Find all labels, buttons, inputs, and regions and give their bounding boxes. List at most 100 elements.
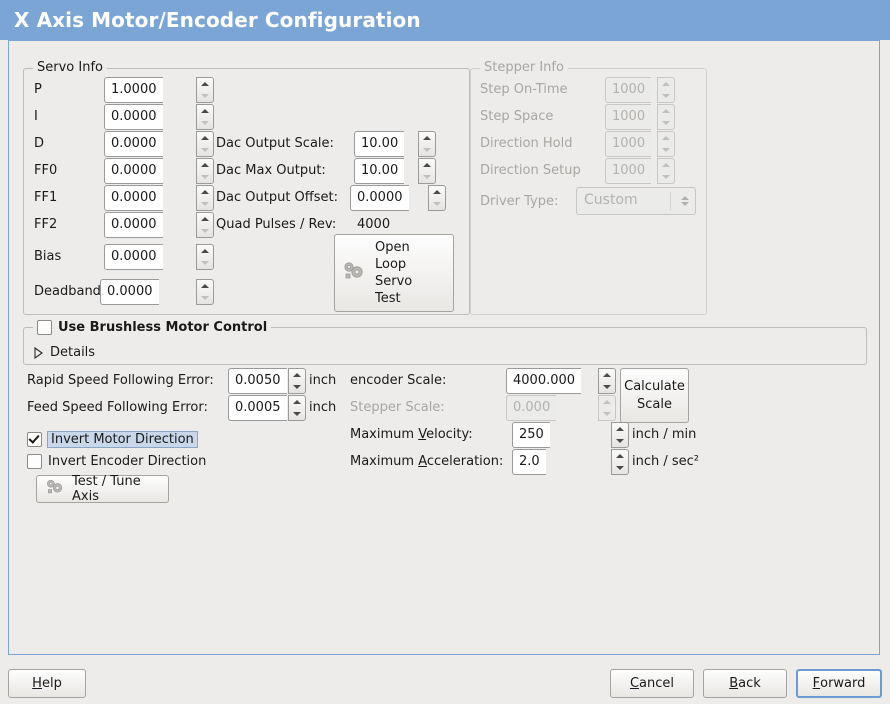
- open-loop-servo-test-button[interactable]: Open Loop Servo Test: [334, 234, 454, 312]
- spin-up-icon[interactable]: [419, 132, 435, 144]
- servo-input-ff0[interactable]: 0.0000: [104, 158, 214, 184]
- servo-input-bias-spinner[interactable]: [196, 244, 214, 270]
- stepper-driver-type-label: Driver Type:: [480, 194, 559, 209]
- maximum-acceleration-value[interactable]: 2.0: [512, 449, 546, 475]
- servo-input-ff1-value[interactable]: 0.0000: [104, 185, 163, 211]
- encoder-scale-value[interactable]: 4000.000: [506, 368, 582, 394]
- servo-input-d[interactable]: 0.0000: [104, 131, 214, 157]
- dac-max-output-value[interactable]: 10.00: [354, 158, 405, 184]
- servo-input-ff0-spinner[interactable]: [196, 158, 214, 184]
- rapid-error-spinner[interactable]: [288, 368, 306, 394]
- spin-down-icon[interactable]: [599, 381, 615, 393]
- spin-up-icon[interactable]: [289, 396, 305, 408]
- servo-input-ff1[interactable]: 0.0000: [104, 185, 214, 211]
- calculate-scale-line2: Scale: [637, 396, 672, 412]
- spin-down-icon[interactable]: [197, 225, 213, 237]
- servo-input-d-spinner[interactable]: [196, 131, 214, 157]
- checkbox-box[interactable]: [27, 432, 42, 447]
- feed-speed-following-error-input[interactable]: 0.0005: [228, 395, 306, 421]
- spin-up-icon[interactable]: [419, 159, 435, 171]
- dac-output-offset-spinner[interactable]: [428, 185, 446, 211]
- invert-encoder-direction-checkbox[interactable]: Invert Encoder Direction: [27, 454, 206, 469]
- servo-input-p-spinner[interactable]: [196, 77, 214, 103]
- spin-down-icon[interactable]: [289, 381, 305, 393]
- dac-max-output-input[interactable]: 10.00: [354, 158, 436, 184]
- servo-input-d-value[interactable]: 0.0000: [104, 131, 163, 157]
- spin-up-icon[interactable]: [197, 78, 213, 90]
- servo-input-ff0-value[interactable]: 0.0000: [104, 158, 163, 184]
- spin-down-icon[interactable]: [429, 198, 445, 210]
- servo-input-deadband-value[interactable]: 0.0000: [100, 279, 159, 305]
- spin-up-icon[interactable]: [197, 213, 213, 225]
- spin-down-icon[interactable]: [197, 90, 213, 102]
- servo-input-i-spinner[interactable]: [196, 104, 214, 130]
- spin-down-icon[interactable]: [197, 198, 213, 210]
- dac-output-offset-input[interactable]: 0.0000: [350, 185, 446, 211]
- servo-input-ff1-spinner[interactable]: [196, 185, 214, 211]
- servo-input-deadband-spinner[interactable]: [196, 279, 214, 305]
- servo-input-p[interactable]: 1.0000: [104, 77, 214, 103]
- encoder-scale-input[interactable]: 4000.000: [506, 368, 616, 394]
- spin-down-icon[interactable]: [612, 435, 628, 447]
- invert-motor-direction-checkbox[interactable]: Invert Motor Direction: [27, 431, 198, 448]
- spin-down-icon[interactable]: [419, 171, 435, 183]
- spin-down-icon[interactable]: [197, 171, 213, 183]
- spin-down-icon[interactable]: [197, 292, 213, 304]
- checkbox-box[interactable]: [37, 320, 52, 335]
- servo-input-i-value[interactable]: 0.0000: [104, 104, 163, 130]
- checkbox-box[interactable]: [27, 454, 42, 469]
- spin-up-icon[interactable]: [197, 245, 213, 257]
- spin-down-icon[interactable]: [419, 144, 435, 156]
- maximum-velocity-value[interactable]: 250: [512, 422, 550, 448]
- feed-speed-following-error-value[interactable]: 0.0005: [228, 395, 287, 421]
- rapid-speed-following-error-value[interactable]: 0.0050: [228, 368, 287, 394]
- servo-input-deadband[interactable]: 0.0000: [100, 279, 214, 305]
- use-brushless-motor-control-checkbox[interactable]: Use Brushless Motor Control: [33, 320, 272, 335]
- servo-input-bias-value[interactable]: 0.0000: [104, 244, 163, 270]
- spin-up-icon[interactable]: [612, 450, 628, 462]
- spin-down-icon[interactable]: [197, 144, 213, 156]
- spin-up-icon[interactable]: [197, 105, 213, 117]
- dac-output-scale-input[interactable]: 10.00: [354, 131, 436, 157]
- spin-up-icon: [658, 78, 674, 90]
- spin-down-icon[interactable]: [612, 462, 628, 474]
- servo-input-i[interactable]: 0.0000: [104, 104, 214, 130]
- triangle-right-icon[interactable]: [34, 346, 43, 359]
- combo-separator: [670, 192, 671, 210]
- spin-up-icon[interactable]: [429, 186, 445, 198]
- spin-up-icon[interactable]: [197, 280, 213, 292]
- spin-up-icon[interactable]: [289, 369, 305, 381]
- dac-output-scale-value[interactable]: 10.00: [354, 131, 405, 157]
- dac-output-offset-value[interactable]: 0.0000: [350, 185, 409, 211]
- servo-input-ff2-value[interactable]: 0.0000: [104, 212, 163, 238]
- maximum-acceleration-input[interactable]: 2.0: [512, 449, 629, 475]
- spin-up-icon[interactable]: [612, 423, 628, 435]
- maximum-velocity-spinner[interactable]: [611, 422, 629, 448]
- spin-up-icon[interactable]: [197, 186, 213, 198]
- servo-input-ff2-spinner[interactable]: [196, 212, 214, 238]
- feed-error-spinner[interactable]: [288, 395, 306, 421]
- spin-down-icon[interactable]: [289, 408, 305, 420]
- spin-down-icon[interactable]: [197, 117, 213, 129]
- maximum-velocity-input[interactable]: 250: [512, 422, 629, 448]
- window-title-bar: X Axis Motor/Encoder Configuration: [0, 0, 890, 40]
- servo-input-ff2[interactable]: 0.0000: [104, 212, 214, 238]
- spin-up-icon[interactable]: [599, 369, 615, 381]
- dac-max-output-spinner[interactable]: [418, 158, 436, 184]
- servo-input-p-value[interactable]: 1.0000: [104, 77, 163, 103]
- details-expander[interactable]: Details: [34, 345, 95, 360]
- spin-down-icon[interactable]: [197, 257, 213, 269]
- encoder-scale-spinner[interactable]: [598, 368, 616, 394]
- spin-up-icon[interactable]: [197, 159, 213, 171]
- maximum-acceleration-spinner[interactable]: [611, 449, 629, 475]
- calculate-scale-button[interactable]: Calculate Scale: [620, 368, 689, 423]
- servo-input-bias[interactable]: 0.0000: [104, 244, 214, 270]
- test-tune-axis-button[interactable]: Test / Tune Axis: [36, 474, 169, 504]
- spin-up-icon[interactable]: [197, 132, 213, 144]
- dac-output-scale-spinner[interactable]: [418, 131, 436, 157]
- rapid-speed-following-error-input[interactable]: 0.0050: [228, 368, 306, 394]
